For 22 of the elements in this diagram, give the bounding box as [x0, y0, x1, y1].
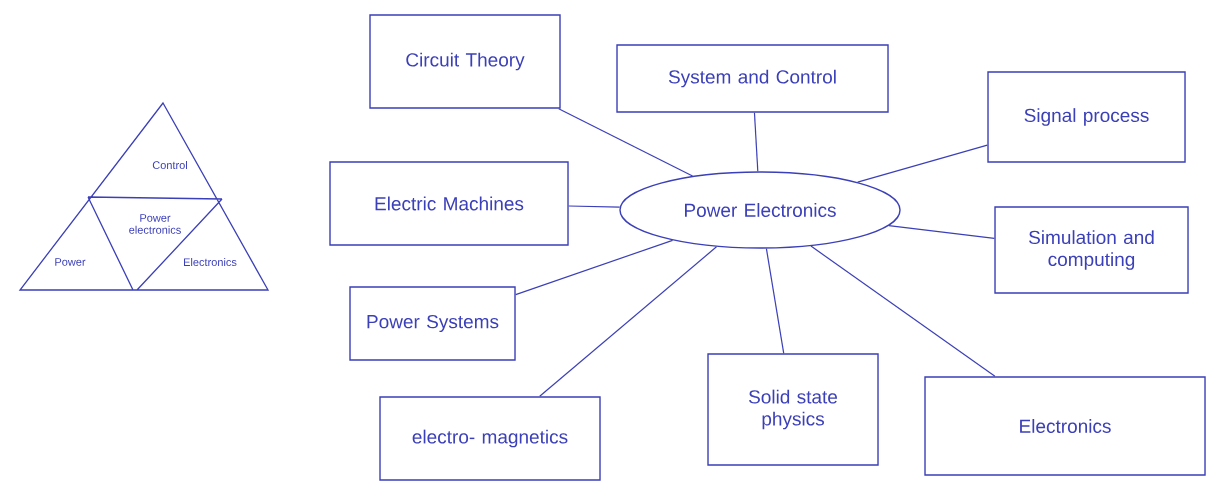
connector-line [810, 245, 996, 377]
region-label: Electronics [184, 257, 237, 267]
connector-line [765, 248, 785, 354]
region-label: Power [55, 258, 86, 266]
connector-line [888, 224, 995, 239]
connector-line [558, 108, 694, 177]
connector-line [515, 239, 674, 296]
connector-line [539, 246, 718, 397]
topic-box: Signal process [987, 71, 1186, 163]
topic-box: Simulation and computing [994, 206, 1189, 294]
topic-box: System and Control [616, 44, 889, 113]
connector-line [568, 205, 621, 208]
region-label: Power electronics [129, 214, 181, 234]
topic-box: Circuit Theory [369, 14, 561, 109]
topic-box: Electric Machines [329, 161, 569, 246]
topic-box: Power Systems [349, 286, 516, 361]
connector-line [753, 112, 759, 172]
connector-line [857, 144, 988, 183]
region-label: Control [152, 160, 187, 170]
topic-box: Electronics [924, 376, 1206, 476]
topic-box: Solid state physics [707, 353, 879, 466]
topic-box: electro- magnetics [379, 396, 601, 481]
